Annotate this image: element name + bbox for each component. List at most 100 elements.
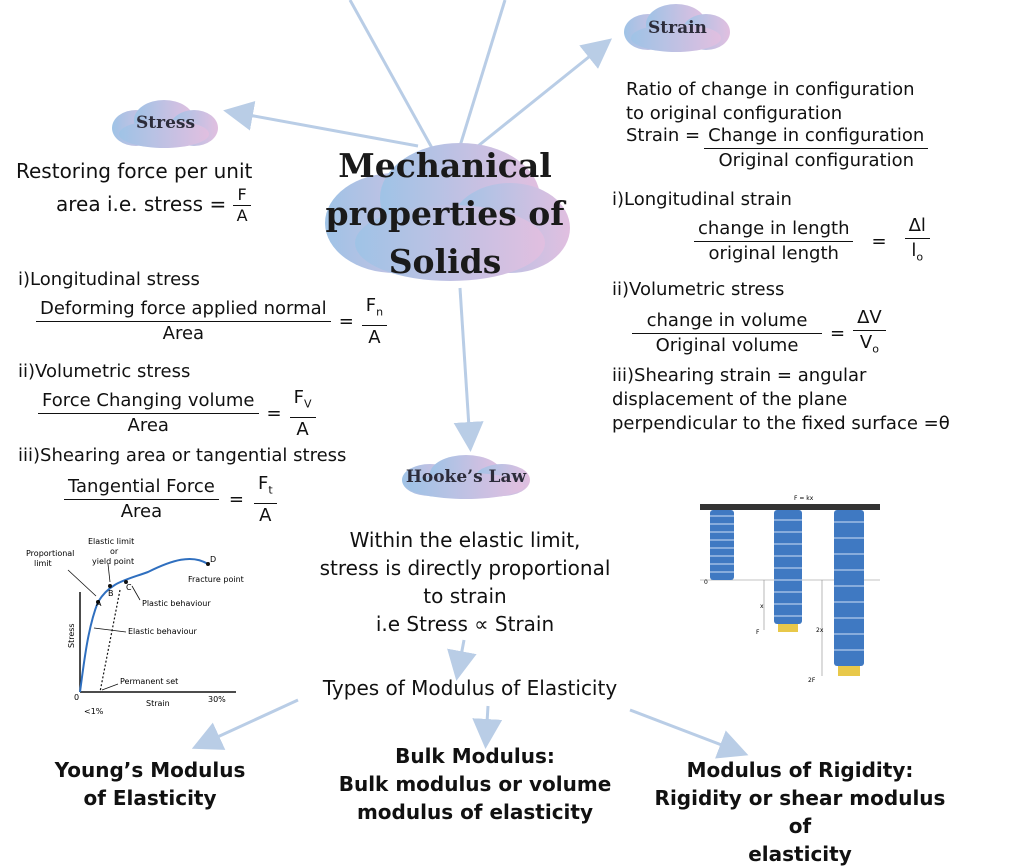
shear-strain-line1: iii)Shearing strain = angular [612,365,867,386]
strain-def-num: Change in configuration [704,124,929,149]
bulk-line2: Bulk modulus or volume [338,772,612,796]
vol-strain-rsub: o [872,342,879,356]
longitudinal-stress-title: i)Longitudinal stress [18,269,200,290]
arrow-to-rigidity [629,708,749,759]
hooke-statement: Within the elastic limit, stress is dire… [290,526,640,638]
vol-strain-rnum: ΔV [853,306,886,331]
hooke-line2: stress is directly proportional [319,556,611,580]
stress-strain-curve [79,557,209,693]
hooke-line4: i.e Stress ∝ Strain [375,612,555,636]
point-d [206,562,210,566]
strain-def-den: Original configuration [718,150,914,171]
graph-fracture: Fracture point [188,575,244,584]
hooke-cloud [402,455,530,499]
shear-strain-line2: displacement of the plane [612,389,848,410]
rigid-line3: elasticity [748,842,852,866]
permanent-pointer [101,683,119,691]
long-strain-rden: l [911,240,917,261]
graph-elastic2: or [110,547,119,556]
plastic-pointer [131,585,141,601]
arrow-to-bulk [472,705,503,749]
graph-permanent: Permanent set [120,677,178,686]
arrow-to-hooke [453,287,484,452]
graph-c-label: C [126,583,132,592]
graph-elastic3: yield point [92,557,134,566]
graph-proportional: Proportional [26,549,74,558]
vol-stress-rsub: V [303,397,312,411]
stress-fraction: F A [233,185,252,226]
spring-ceiling [700,504,880,510]
spring-2 [774,510,802,624]
graph-x30: 30% [208,695,226,704]
arrow-top-center [458,0,507,147]
arrow-to-stress [223,101,419,148]
shear-stress-num: Tangential Force [64,475,219,501]
stress-frac-den: A [236,206,248,225]
young-line1: Young’s Modulus [54,758,246,782]
hooke-heading: Hooke’s Law [405,467,527,487]
vol-strain-rden: V [859,332,873,353]
spring-3 [834,510,864,666]
elastic-pointer [107,563,111,583]
weight-1 [778,624,798,632]
vol-strain-num: change in volume [632,309,822,335]
vol-stress-num: Force Changing volume [38,389,259,415]
vol-strain-den: Original volume [655,335,799,357]
arrow-to-strain [477,38,613,148]
stress-frac-num: F [233,185,251,206]
long-strain-eq: = [871,230,887,252]
spring-2x-label: 2x [816,627,824,634]
bulk-line1: Bulk Modulus: [395,744,555,768]
arrow-to-young [191,698,299,750]
spring-3-coils [834,521,864,651]
vol-stress-rden: A [296,418,309,440]
spring-o-label: 0 [704,579,708,586]
spring-1-coils [710,515,734,573]
strain-def-line1: Ratio of change in configuration [626,79,915,100]
point-c [124,580,128,584]
spring-2-coils [774,519,802,617]
modulus-of-rigidity: Modulus of Rigidity: Rigidity or shear m… [640,756,960,868]
shear-stress-den: Area [120,501,163,523]
point-b [108,584,112,588]
bulk-line3: modulus of elasticity [356,800,594,824]
hooke-line3: to strain [423,584,507,608]
hooke-line1: Within the elastic limit, [349,528,581,552]
shear-stress-rsub: t [268,483,273,497]
elastic-beh-pointer [93,627,127,633]
long-stress-num: Deforming force applied normal [36,297,331,323]
main-title: Mechanical properties of Solids [300,142,590,286]
long-stress-den: Area [162,323,205,345]
vol-stress-rnum: F [293,387,304,408]
graph-plastic: Plastic behaviour [142,599,211,608]
arrow-top-left [348,0,434,149]
graph-ylabel: Stress [67,623,76,648]
stress-definition: Restoring force per unit area i.e. stres… [16,157,252,226]
spring-2f-label: 2F [808,677,816,684]
young-line2: of Elasticity [83,786,217,810]
vol-strain-eq: = [830,322,846,344]
graph-d-label: D [210,555,216,564]
shearing-strain: iii)Shearing strain = angular displaceme… [612,364,950,436]
long-stress-eq: = [338,310,354,332]
stress-def-line2: area i.e. stress = [56,192,227,216]
bulk-modulus: Bulk Modulus: Bulk modulus or volume mod… [330,742,620,826]
volumetric-strain-title: ii)Volumetric stress [612,279,785,300]
long-strain-den: original length [708,243,839,265]
unloading-line [99,589,121,693]
graph-elastic1: Elastic limit [88,537,134,546]
rigid-line1: Modulus of Rigidity: [686,758,914,782]
title-line-3: Solids [388,242,502,281]
spring-1 [710,510,734,580]
weight-2 [838,666,860,676]
stress-def-line1: Restoring force per unit [16,159,253,183]
graph-x1: <1% [84,707,104,716]
stress-cloud [112,100,218,148]
graph-elastic-beh: Elastic behaviour [128,627,198,636]
stress-heading: Stress [136,113,196,133]
